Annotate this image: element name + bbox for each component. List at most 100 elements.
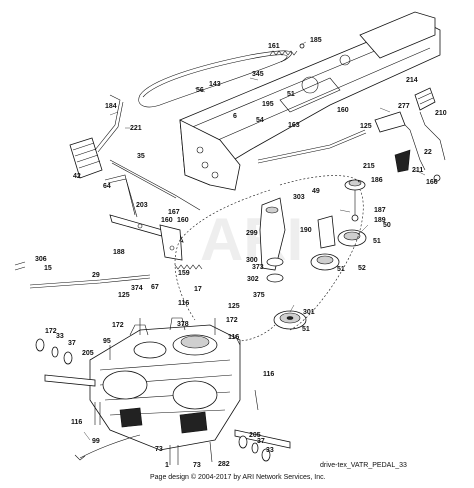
motion-pedals (374, 87, 446, 182)
callout-label: 116 (263, 371, 274, 378)
callout-label: 277 (398, 103, 410, 110)
return-spring (174, 264, 203, 270)
callout-label: 187 (374, 207, 386, 214)
copyright-footer: Page design © 2004-2017 by ARI Network S… (150, 474, 326, 481)
idler-pulley-186 (344, 179, 366, 222)
callout-label: 125 (118, 292, 130, 299)
bolts (94, 318, 259, 465)
callout-label: 17 (194, 286, 202, 293)
callout-label: 301 (303, 309, 315, 316)
idler-pulley-50 (310, 229, 367, 271)
washers-right (238, 435, 271, 462)
callout-label: 33 (56, 333, 64, 340)
pedal-rod (109, 159, 201, 211)
callout-label: 29 (92, 272, 100, 279)
callout-label: 160 (337, 107, 349, 114)
callout-label: 159 (178, 270, 190, 277)
callout-label: 205 (249, 432, 261, 439)
callout-label: 51 (373, 238, 381, 245)
axle-left (44, 374, 96, 387)
transaxle (89, 317, 241, 451)
callout-label: 172 (45, 328, 57, 335)
callout-label: 373 (252, 264, 264, 271)
callout-label: 203 (136, 202, 148, 209)
axle-right (234, 429, 291, 449)
callout-label: 210 (435, 110, 447, 117)
callout-label: 306 (35, 256, 47, 263)
callout-label: 184 (105, 103, 117, 110)
callout-label: 15 (44, 265, 52, 272)
callout-label: 52 (358, 265, 366, 272)
control-lever (104, 174, 136, 216)
callout-label: 299 (246, 230, 258, 237)
shift-rod (29, 274, 151, 286)
callout-label: 73 (155, 446, 163, 453)
callout-label: 125 (228, 303, 240, 310)
callout-label: 1 (165, 462, 169, 469)
drive-belt (138, 50, 292, 108)
idler-bracket (317, 215, 336, 249)
callout-label: 6 (233, 113, 237, 120)
callout-label: 73 (193, 462, 201, 469)
callout-label: 172 (226, 317, 238, 324)
callout-label: 161 (268, 43, 280, 50)
small-pin (14, 261, 26, 271)
callout-label: 35 (137, 153, 145, 160)
brake-pedal (69, 94, 124, 179)
callout-label: 302 (247, 276, 259, 283)
callout-label: 195 (262, 101, 274, 108)
callout-label: 215 (363, 163, 375, 170)
callout-label: 205 (82, 350, 94, 357)
callout-label: 375 (253, 292, 265, 299)
callout-label: 116 (228, 334, 239, 341)
callout-label: 221 (130, 125, 142, 132)
callout-label: 189 (374, 217, 386, 224)
idler-arm (259, 197, 286, 283)
brake-rod (257, 129, 366, 161)
callout-label: 64 (103, 183, 111, 190)
cross-shaft (109, 214, 184, 261)
callout-label: 186 (371, 177, 383, 184)
callout-label: 116 (71, 419, 82, 426)
callout-label: 172 (112, 322, 124, 329)
callout-label: 345 (252, 71, 264, 78)
callout-label: 37 (257, 438, 265, 445)
callout-label: 167 (168, 209, 180, 216)
callout-label: 188 (113, 249, 125, 256)
callout-label: 374 (131, 285, 143, 292)
callout-label: 282 (218, 461, 230, 468)
callout-label: 214 (406, 77, 418, 84)
belt-path (174, 189, 364, 331)
callout-label: 37 (68, 340, 76, 347)
callout-label: 67 (151, 284, 159, 291)
callout-label: 166 (426, 179, 438, 186)
watermark-text: ARI (200, 206, 303, 273)
callout-label: 116 (178, 300, 189, 307)
frame (179, 11, 441, 191)
callout-label: 160 (177, 217, 189, 224)
leader-lines (83, 41, 426, 441)
callout-label: 378 (177, 321, 189, 328)
callout-label: 160 (161, 217, 173, 224)
drawing-id-label: drive-tex_VATR_PEDAL_33 (320, 462, 407, 469)
callout-label: 50 (383, 222, 391, 229)
callout-label: 22 (424, 149, 432, 156)
callout-label: 51 (302, 326, 310, 333)
washers-left (35, 338, 73, 365)
callout-label: 99 (92, 438, 100, 445)
callout-label: 143 (209, 81, 221, 88)
callout-label: 163 (288, 122, 300, 129)
callout-label: 300 (246, 257, 258, 264)
callout-label: 56 (196, 87, 204, 94)
callout-label: 185 (310, 37, 322, 44)
bypass-rod (79, 434, 141, 459)
callout-label: 190 (300, 227, 312, 234)
callout-label: 49 (312, 188, 320, 195)
callout-label: 125 (360, 123, 372, 130)
callout-label: 42 (73, 173, 81, 180)
callout-label: 51 (337, 266, 345, 273)
callout-label: 54 (256, 117, 264, 124)
callout-label: 33 (266, 447, 274, 454)
